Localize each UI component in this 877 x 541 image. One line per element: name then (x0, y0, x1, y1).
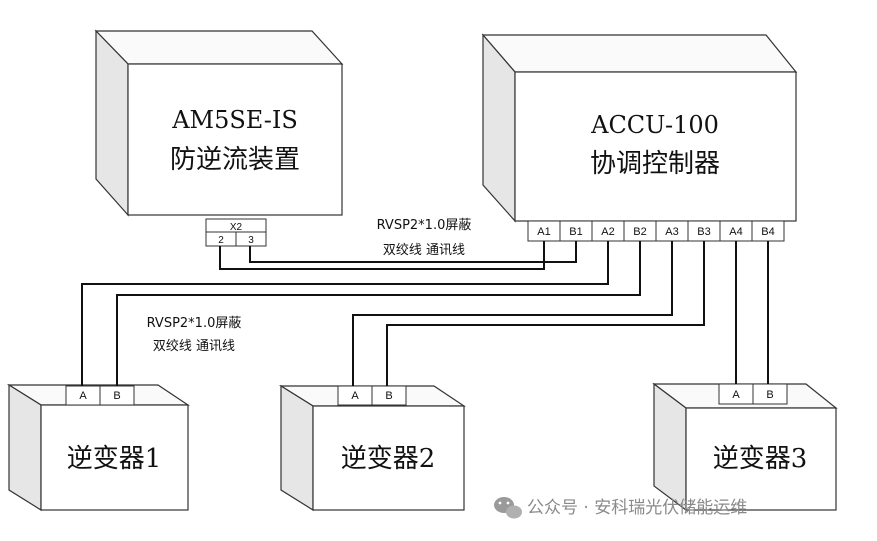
inverter1-box (6, 383, 190, 512)
controller-port-b3: B3 (697, 226, 710, 238)
controller-port-a2: A2 (601, 226, 614, 238)
inverter2-terminal-block (337, 385, 407, 406)
inverter3-port-b: B (766, 389, 773, 401)
controller-terminal-block (527, 220, 785, 242)
meter-model: AM5SE-IS (171, 106, 298, 134)
controller-port-b2: B2 (633, 226, 646, 238)
inverter2-port-b: B (385, 390, 392, 402)
meter-name: 防逆流装置 (170, 145, 300, 175)
inverter2-port-a: A (351, 390, 359, 402)
wire-a3-inv2a (352, 241, 673, 386)
controller-port-a1: A1 (537, 226, 550, 238)
cable-note-top-line2: 双绞线 通讯线 (383, 242, 465, 258)
controller-port-b1: B1 (569, 226, 582, 238)
inverter3-port-a: A (732, 389, 740, 401)
meter-port-3: 3 (248, 235, 254, 246)
inverter1-terminal-block (65, 385, 135, 406)
controller-name: 协调控制器 (590, 149, 720, 179)
inverter1-label: 逆变器1 (67, 444, 162, 474)
wire-meter3-b1 (249, 241, 577, 263)
controller-port-a3: A3 (665, 226, 678, 238)
wire-b3-inv2b (386, 241, 705, 386)
watermark-text: 公众号 · 安科瑞光伏储能运维 (527, 498, 747, 518)
controller-port-b4: B4 (761, 226, 774, 238)
meter-box (94, 29, 344, 217)
controller-port-a4: A4 (729, 226, 742, 238)
meter-port-2: 2 (218, 235, 224, 246)
wire-b2-inv1b (116, 241, 641, 386)
inverter2-label: 逆变器2 (341, 444, 436, 474)
inverter1-port-a: A (79, 390, 87, 402)
wires (81, 241, 769, 386)
controller-box (481, 33, 798, 223)
wire-a2-inv1a (81, 241, 609, 386)
cable-note-left-line1: RVSP2*1.0屏蔽 (147, 316, 242, 331)
inverter2-box (278, 384, 466, 512)
inverter3-terminal-block (718, 383, 788, 405)
inverter3-label: 逆变器3 (713, 444, 808, 474)
cable-note-left-line2: 双绞线 通讯线 (153, 338, 235, 354)
wire-meter2-a1 (219, 241, 545, 270)
cable-note-top-line1: RVSP2*1.0屏蔽 (377, 218, 472, 233)
wechat-icon (494, 497, 522, 519)
meter-terminal-block (205, 218, 267, 247)
meter-port-header: X2 (230, 222, 243, 233)
inverter1-port-b: B (113, 390, 120, 402)
controller-model: ACCU-100 (590, 111, 719, 139)
